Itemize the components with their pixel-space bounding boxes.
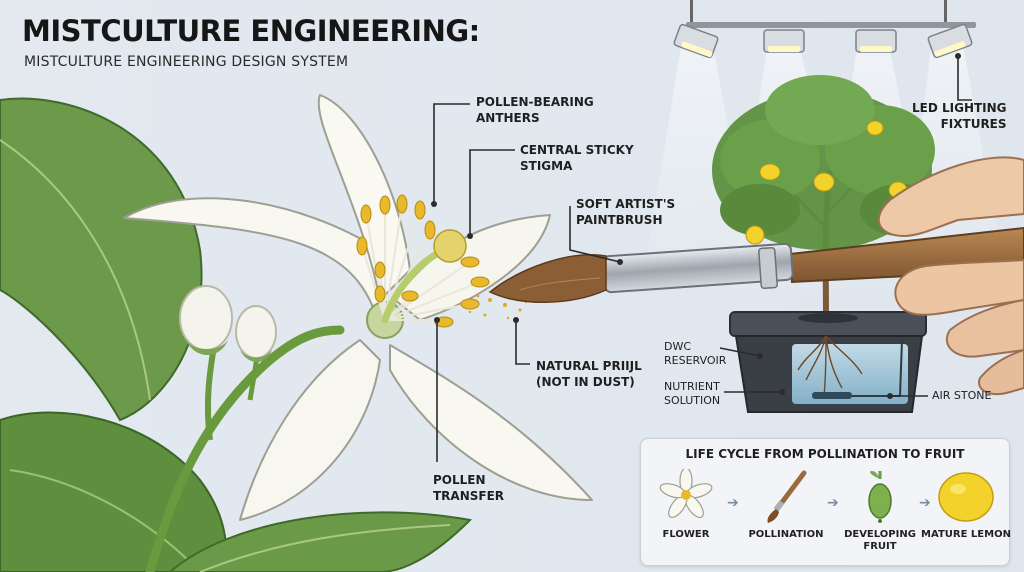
- lifecycle-label-pollination: POLLINATION: [748, 529, 824, 540]
- callout-dots: [431, 53, 961, 399]
- lemon-tree: [712, 75, 940, 321]
- label-anthers: POLLEN-BEARING ANTHERS: [476, 95, 594, 125]
- lifecycle-label-flower: FLOWER: [662, 529, 710, 540]
- label-natural-pollen: NATURAL PRIIJL (NOT IN DUST): [536, 359, 642, 389]
- page-subtitle: MISTCULTURE ENGINEERING DESIGN SYSTEM: [24, 54, 349, 70]
- callout-lines: [433, 56, 972, 462]
- label-air-stone: AIR STONE: [932, 389, 992, 402]
- lifecycle-label-developing-fruit: DEVELOPING FRUIT: [844, 529, 916, 552]
- lifecycle-arrow-1: ➔: [727, 495, 739, 511]
- label-dwc-reservoir: DWC RESERVOIR: [664, 340, 727, 367]
- lifecycle-arrow-3: ➔: [919, 495, 931, 511]
- citrus-blossom: [123, 94, 593, 521]
- plant-roots: [797, 335, 863, 397]
- lifecycle-stage-pollination: POLLINATION: [745, 469, 827, 559]
- anthers: [356, 194, 490, 328]
- lifecycle-arrow-2: ➔: [827, 495, 839, 511]
- lifecycle-stage-flower: FLOWER: [645, 469, 727, 559]
- lifecycle-panel: LIFE CYCLE FROM POLLINATION TO FRUIT FLO…: [640, 438, 1011, 566]
- paintbrush-icon: [767, 470, 807, 523]
- flower-icon: [659, 469, 713, 519]
- led-fixtures: [673, 0, 976, 59]
- hand: [877, 156, 1024, 396]
- page-title: MISTCULTURE ENGINEERING:: [22, 14, 480, 48]
- lifecycle-stage-mature-lemon: MATURE LEMON: [921, 469, 1011, 559]
- lemon-icon: [938, 472, 994, 522]
- label-stigma: CENTRAL STICKY STIGMA: [520, 143, 634, 173]
- lifecycle-title: LIFE CYCLE FROM POLLINATION TO FRUIT: [685, 447, 965, 461]
- lifecycle-label-mature-lemon: MATURE LEMON: [921, 529, 1011, 540]
- label-nutrient-solution: NUTRIENT SOLUTION: [664, 380, 721, 407]
- dwc-reservoir: [729, 311, 927, 413]
- label-pollen-transfer: POLLEN TRANSFER: [433, 473, 505, 503]
- developing-fruit-icon: [868, 471, 892, 523]
- lifecycle-stage-developing-fruit: DEVELOPING FRUIT: [839, 469, 921, 559]
- flower-buds: [179, 285, 277, 362]
- citrus-leaves: [0, 97, 473, 572]
- label-paintbrush: SOFT ARTIST'S PAINTBRUSH: [576, 197, 676, 227]
- label-led-fixtures: LED LIGHTING FIXTURES: [912, 101, 1007, 131]
